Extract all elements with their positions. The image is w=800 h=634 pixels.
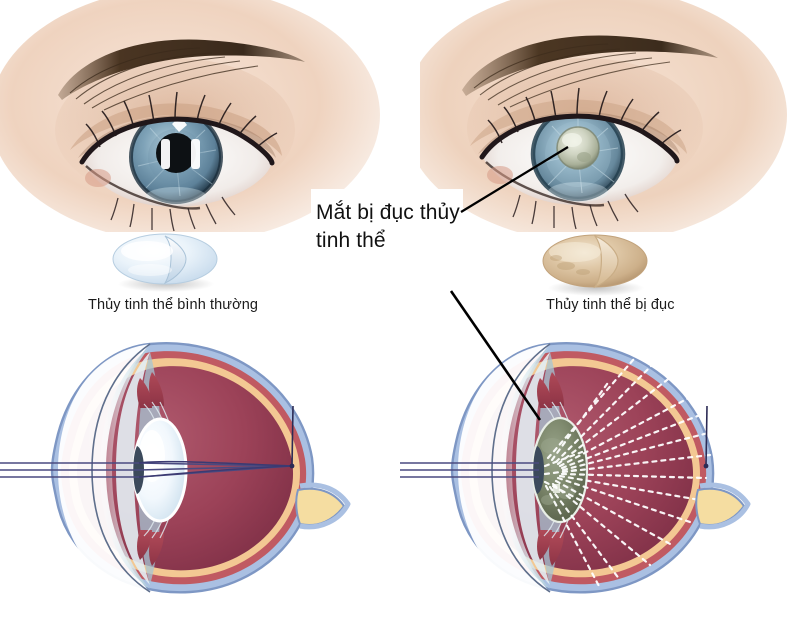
focused-light-rays: [0, 462, 293, 478]
scattered-light-rays: [543, 350, 714, 590]
callout-label-line1: Mắt bị đục thủy: [316, 201, 460, 224]
cataract-lens-illustration: [542, 234, 648, 296]
callout-background: [311, 189, 463, 265]
cataract-eye-cross-section: [400, 341, 751, 594]
callout-label: Mắt bị đục thủy tinh thể: [316, 199, 481, 255]
incoming-light-rays: [400, 462, 539, 478]
healthy-eye-photo: [0, 0, 400, 232]
normal-lens-illustration: [112, 233, 218, 292]
normal-eye-cross-section: [0, 341, 351, 594]
caption-normal-lens: Thủy tinh thể bình thường: [88, 297, 259, 313]
callout-label-line2: tinh thể: [316, 228, 386, 252]
caption-cataract-lens: Thủy tinh thể bị đục: [546, 297, 675, 313]
cataract-eye-photo: [420, 0, 800, 232]
leader-line-to-diagram: [449, 290, 542, 421]
